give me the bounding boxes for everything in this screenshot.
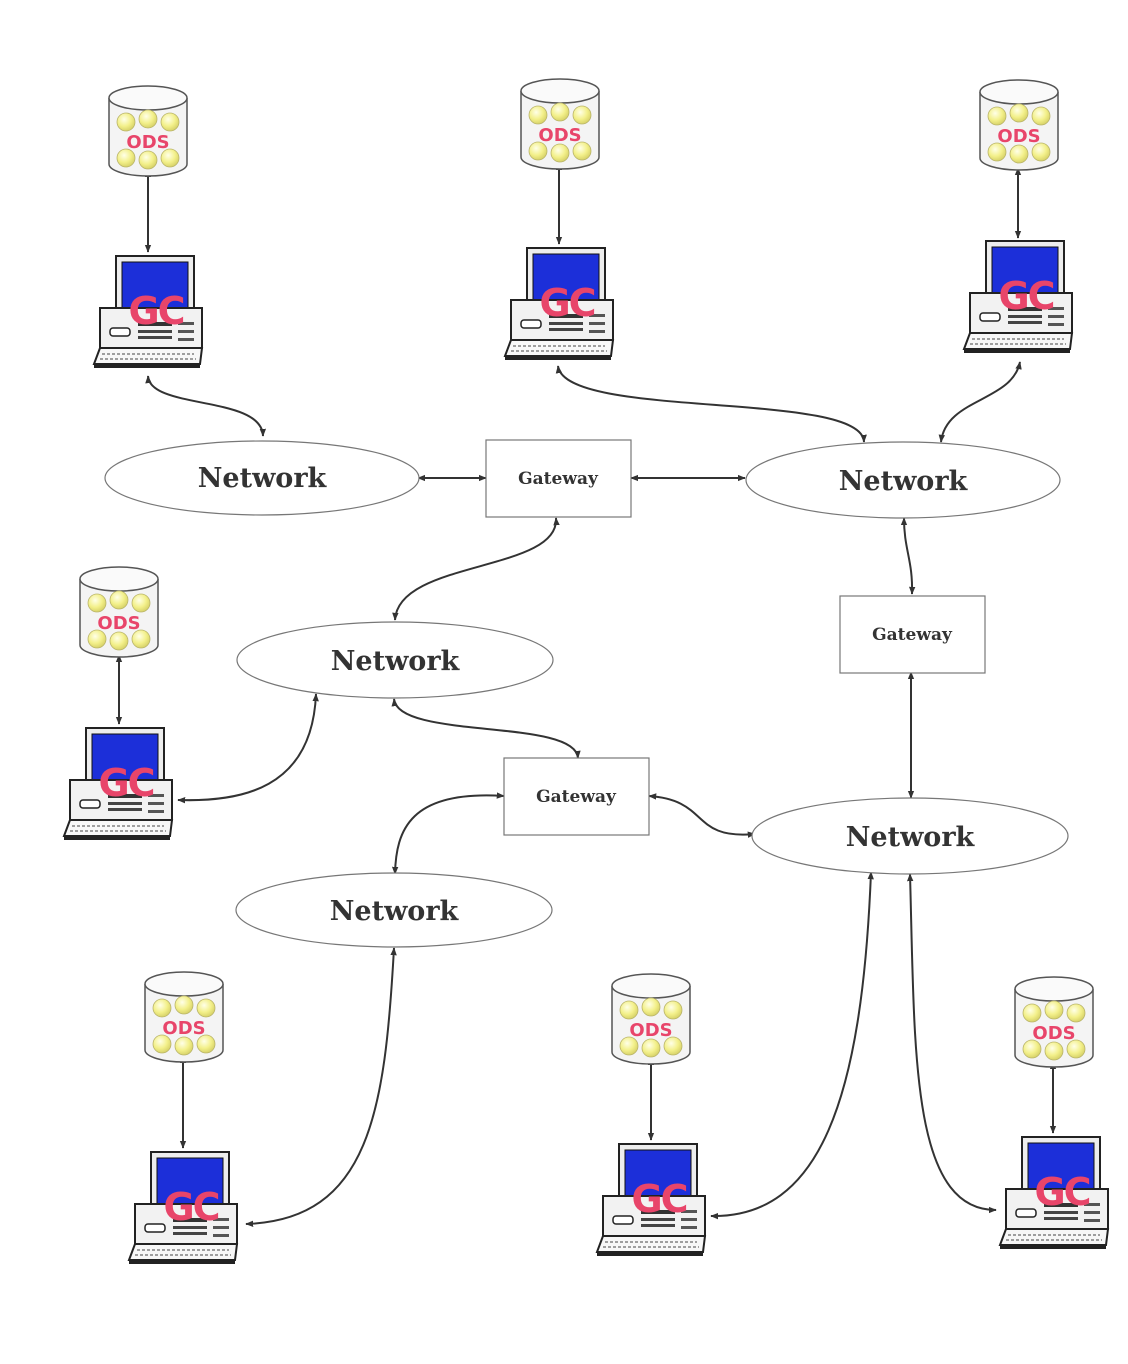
network-label: Network xyxy=(846,822,976,853)
network-top-right: Network xyxy=(745,441,1061,519)
gc-label: GC xyxy=(128,289,183,333)
ods-label: ODS xyxy=(538,125,581,146)
gc-computer-5: GC xyxy=(128,1151,238,1265)
link-gateway-center-network-bottom-left xyxy=(391,792,505,875)
connectors xyxy=(115,162,1057,1227)
gc-computer-2: GC xyxy=(504,247,614,361)
gateway-center: Gateway xyxy=(503,757,650,836)
network-top-left: Network xyxy=(104,440,420,516)
ods-database-5: ODS xyxy=(144,971,224,1063)
ods-database-7: ODS xyxy=(1014,976,1094,1068)
ods-label: ODS xyxy=(97,613,140,634)
link-network-top-right-gateway-right xyxy=(900,517,916,595)
gateway-right: Gateway xyxy=(839,595,986,674)
network-bottom-right: Network xyxy=(751,797,1069,875)
gc-computer-1: GC xyxy=(93,255,203,369)
network-label: Network xyxy=(839,466,969,497)
gc-label: GC xyxy=(98,761,153,805)
gc-computer-6: GC xyxy=(596,1143,706,1257)
link-network-bottom-right-gc6 xyxy=(710,871,874,1220)
ods-database-6: ODS xyxy=(611,973,691,1065)
gc-label: GC xyxy=(539,281,594,325)
network-label: Network xyxy=(331,646,461,677)
network-label: Network xyxy=(330,896,460,927)
gateway-label: Gateway xyxy=(518,469,599,489)
link-gateway-center-network-bottom-right xyxy=(648,793,756,838)
gc-label: GC xyxy=(163,1185,218,1229)
link-network-bottom-left-gc5 xyxy=(245,947,397,1227)
link-network-middle-gc4 xyxy=(177,693,319,804)
gateway-label: Gateway xyxy=(536,787,617,807)
ods-database-4: ODS xyxy=(79,566,159,658)
network-bottom-left: Network xyxy=(235,872,553,948)
ods-database-2: ODS xyxy=(520,78,600,170)
gc-computer-7: GC xyxy=(999,1136,1109,1250)
link-network-middle-gateway-center xyxy=(391,698,581,759)
ods-database-1: ODS xyxy=(108,85,188,177)
ods-label: ODS xyxy=(997,126,1040,147)
gc-label: GC xyxy=(1034,1170,1089,1214)
ods-label: ODS xyxy=(629,1020,672,1041)
ods-label: ODS xyxy=(126,132,169,153)
link-gc1-network-top-left xyxy=(145,375,267,437)
network-middle: Network xyxy=(236,621,554,699)
ods-database-3: ODS xyxy=(979,79,1059,171)
gateway-label: Gateway xyxy=(872,625,953,645)
link-gateway-top-network-middle xyxy=(392,517,560,621)
gateway-top: Gateway xyxy=(485,439,632,518)
link-network-bottom-right-gc7 xyxy=(907,873,997,1214)
network-label: Network xyxy=(198,463,328,494)
gc-computer-4: GC xyxy=(63,727,173,841)
ods-label: ODS xyxy=(162,1018,205,1039)
link-gc2-network-top-right xyxy=(555,365,867,443)
gc-label: GC xyxy=(631,1177,686,1221)
gc-label: GC xyxy=(998,274,1053,318)
ods-label: ODS xyxy=(1032,1023,1075,1044)
gc-computer-3: GC xyxy=(963,240,1073,354)
link-gc3-network-top-right xyxy=(938,361,1022,443)
